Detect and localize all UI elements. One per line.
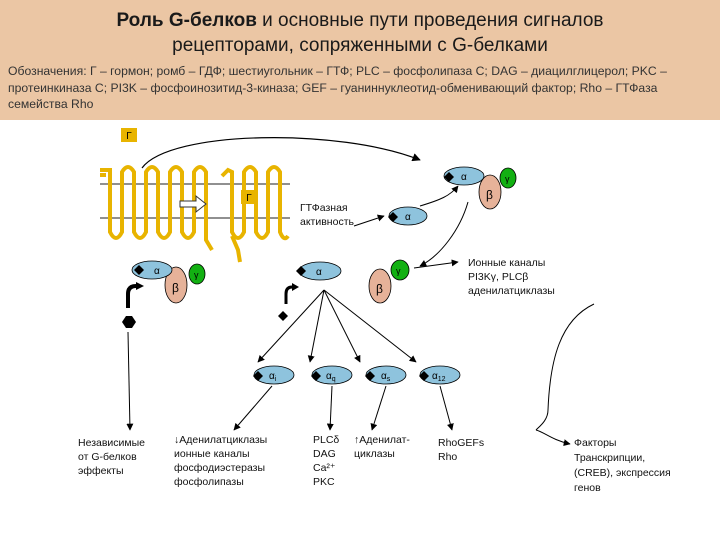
- alpha-subunit: [131, 260, 173, 280]
- alpha-symbol-tr: α: [461, 172, 467, 183]
- hormone-box-2: [241, 190, 257, 204]
- alpha-q-sub: q: [332, 376, 336, 383]
- independent-line3: эффекты: [78, 465, 124, 477]
- alpha-s: αs: [365, 365, 407, 385]
- alpha-q: αq: [311, 365, 353, 385]
- gtpase-line1: ГТФазная: [300, 202, 348, 214]
- alpha-s-line2: циклазы: [354, 448, 395, 460]
- alpha-branch-lines: [257, 289, 417, 363]
- alpha-q-line2: DAG: [313, 448, 336, 460]
- gamma-subunit: [188, 263, 206, 285]
- gprotein-top-right: α β γ: [443, 166, 517, 210]
- independent-arrow: [126, 331, 134, 431]
- svg-text:αs: αs: [381, 371, 391, 383]
- title-rest: и основные пути проведения сигналов: [256, 10, 604, 31]
- alpha-12-effects-arrow: [439, 385, 454, 431]
- alpha-s-line1: ↑Аденилат-: [354, 434, 410, 446]
- svg-text:αi: αi: [269, 371, 277, 383]
- alpha-symbol-gtpase: α: [405, 212, 411, 223]
- alpha-i-sub: i: [275, 376, 277, 383]
- svg-text:αq: αq: [326, 371, 336, 383]
- alpha-i-line3: фосфодиэстеразы: [174, 462, 266, 474]
- transcription-line3: (CREB), экспрессия: [574, 467, 671, 479]
- transcription-brace: [535, 303, 595, 431]
- alpha-12-sub: 12: [438, 376, 446, 383]
- page-title: Роль G-белков и основные пути проведения…: [0, 8, 720, 58]
- transcription-label: Факторы Транскрипции, (CREB), экспрессия…: [574, 436, 671, 496]
- alpha-i-line4: фосфолипазы: [174, 476, 244, 488]
- alpha-12: α12: [419, 365, 461, 385]
- betagamma-targets-label: Ионные каналы PI3Kγ, PLCβ аденилатциклаз…: [468, 256, 555, 298]
- alpha-i-line2: ионные каналы: [174, 448, 250, 460]
- alpha-q-line1: PLCδ: [313, 434, 340, 446]
- hormone-label-1: Г: [126, 131, 132, 142]
- alpha-12-line1: RhoGEFs: [438, 437, 485, 449]
- header-panel: [0, 0, 720, 120]
- hook-arrow-left: [126, 284, 140, 308]
- alpha-i: αi: [253, 365, 295, 385]
- beta-symbol: β: [172, 281, 179, 295]
- targets-line2: PI3Kγ, PLCβ: [468, 271, 529, 283]
- hormone-to-gprotein-arrow: [141, 137, 421, 169]
- gtp-diamond-mid: [296, 266, 306, 276]
- receptor-active: [220, 165, 290, 263]
- targets-line1: Ионные каналы: [468, 257, 546, 269]
- hormone-label-2: Г: [246, 193, 252, 204]
- transcription-line1: Факторы: [574, 437, 617, 449]
- alpha-i-effects-arrow: [233, 385, 273, 431]
- alpha-12-effects-label: RhoGEFs Rho: [438, 436, 484, 464]
- alpha-symbol: α: [154, 266, 160, 277]
- gdp-diamond-mid-low: [278, 311, 288, 321]
- gamma-symbol: γ: [194, 270, 199, 280]
- gtpase-line2: активность: [300, 216, 354, 228]
- hormone-box-1: [121, 128, 137, 142]
- alpha-q-line3: Ca²⁺: [313, 462, 336, 474]
- activation-arrow: [179, 194, 207, 214]
- gtp-hexagon-left: [122, 316, 136, 328]
- independent-line1: Независимые: [78, 437, 146, 449]
- title-bold: Роль G-белков: [116, 10, 257, 31]
- beta-gamma-free: β γ: [368, 259, 410, 304]
- alpha-s-effects-arrow: [370, 385, 387, 431]
- transcription-line4: генов: [574, 482, 601, 494]
- betagamma-targets-arrow: [413, 259, 459, 269]
- gprotein-inactive: α β γ: [131, 260, 206, 304]
- alpha-symbol-mid: α: [316, 267, 322, 278]
- alpha-12-line2: Rho: [438, 451, 458, 463]
- beta-symbol-tr: β: [486, 188, 493, 202]
- alpha-i-effects-label: ↓Аденилатциклазы ионные каналы фосфодиэс…: [174, 433, 267, 489]
- beta-symbol-free: β: [376, 282, 383, 296]
- beta-subunit: [164, 266, 188, 304]
- targets-line3: аденилатциклазы: [468, 285, 555, 297]
- gtpase-label-arrow: [353, 214, 385, 227]
- hook-arrow-mid: [284, 285, 294, 304]
- transcription-arrow: [535, 429, 571, 447]
- gtpase-arrow-up: [419, 185, 459, 207]
- gprotein-alpha-active: α: [296, 261, 342, 281]
- alpha-s-effects-label: ↑Аденилат- циклазы: [354, 433, 410, 461]
- transcription-line2: Транскрипции,: [574, 452, 646, 464]
- alpha-i-line1: ↓Аденилатциклазы: [174, 434, 268, 446]
- gtpase-label: ГТФазная активность: [300, 201, 354, 229]
- alpha-q-effects-arrow: [326, 385, 334, 431]
- title-line2: рецепторами, сопряженными с G-белками: [172, 35, 548, 56]
- alpha-s-sub: s: [387, 376, 391, 383]
- gdp-diamond: [134, 265, 144, 275]
- independent-line2: от G-белков: [78, 451, 137, 463]
- gprotein-alpha-gtpase: α: [388, 206, 428, 226]
- trimer-to-betagamma-arrow: [419, 201, 469, 267]
- gamma-symbol-tr: γ: [505, 174, 510, 184]
- gamma-symbol-free: γ: [396, 266, 401, 276]
- legend-text: Обозначения: Г – гормон; ромб – ГДФ; шес…: [8, 64, 667, 111]
- independent-label: Независимые от G-белков эффекты: [78, 436, 145, 478]
- alpha-q-line4: PKC: [313, 476, 335, 488]
- receptor-inactive: [100, 165, 214, 252]
- alpha-q-effects-label: PLCδ DAG Ca²⁺ PKC: [313, 433, 339, 489]
